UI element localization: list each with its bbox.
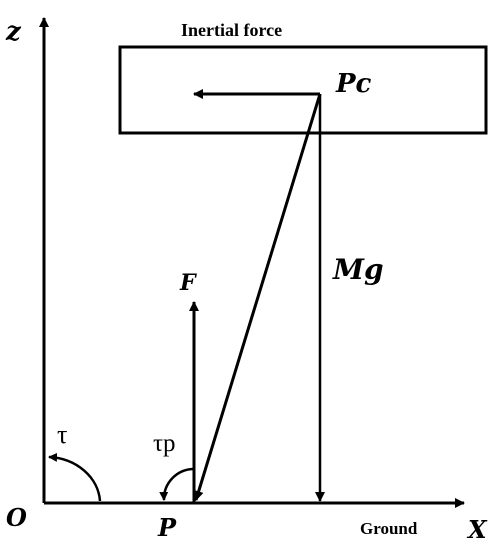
torque-arc: [48, 452, 102, 502]
contact-torque-label: τp: [153, 430, 176, 457]
axis-z-label: z: [5, 17, 22, 47]
pendulum-rod: [193, 93, 322, 501]
center-label: Pc: [335, 69, 372, 99]
axis-x-label: X: [466, 515, 488, 544]
origin-label: O: [6, 503, 27, 532]
body-rectangle: [118, 45, 488, 135]
torque-label: τ: [57, 420, 67, 449]
weight-label: Mg: [332, 253, 384, 286]
inertial-force-label: Inertial force: [181, 20, 282, 40]
ground-label: Ground: [360, 519, 418, 538]
contact-point-label: P: [157, 513, 177, 542]
force-label: F: [179, 270, 197, 296]
contact-torque-arc: [159, 467, 195, 501]
